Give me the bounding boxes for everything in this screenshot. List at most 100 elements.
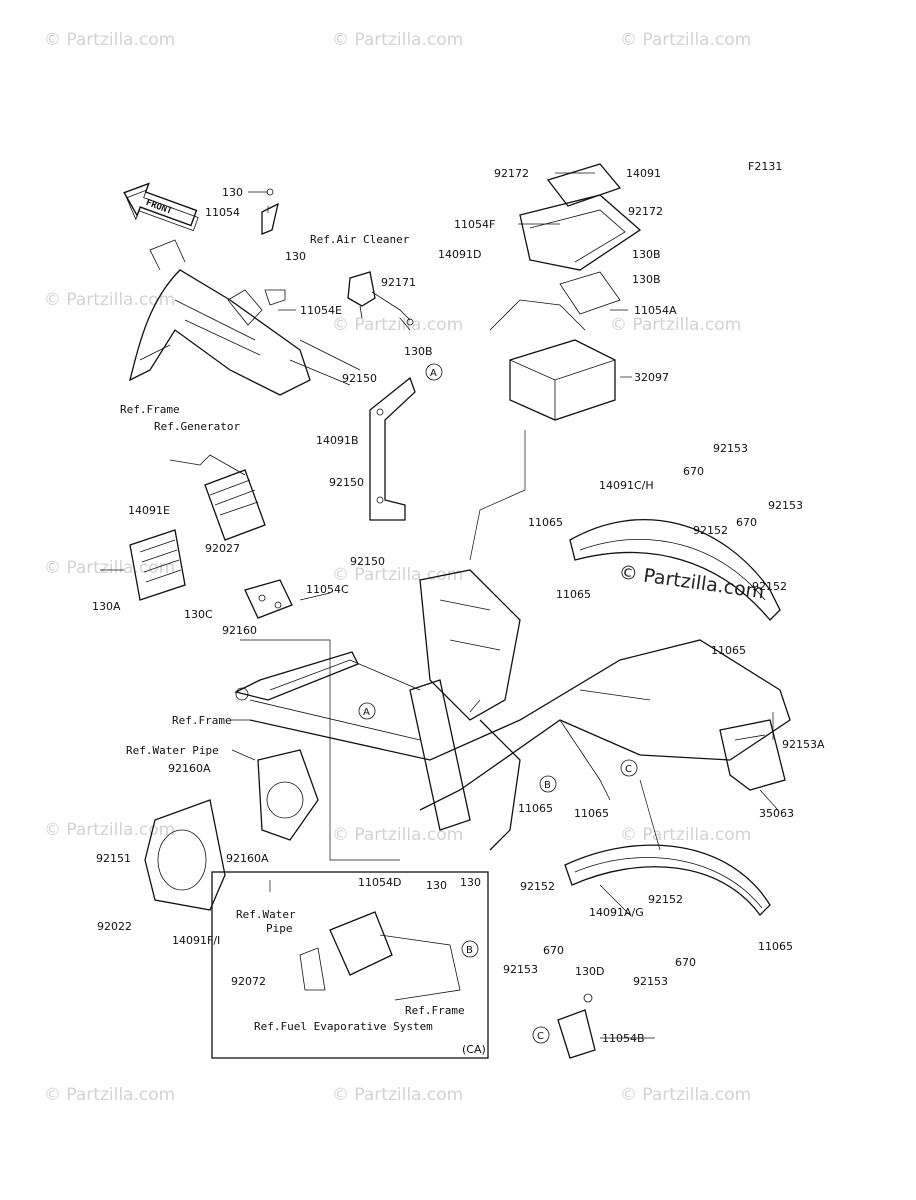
part-label: 92152 — [648, 893, 683, 906]
air-cleaner-sensor — [347, 271, 414, 326]
fender-14091CH — [569, 519, 781, 621]
watermark-layer: © Partzilla.com © Partzilla.com © Partzi… — [44, 30, 766, 1105]
part-label: 92152 — [520, 880, 555, 893]
part-label: 92027 — [205, 542, 240, 555]
part-label: 92160 — [222, 624, 257, 637]
part-label: 11054C — [306, 583, 349, 596]
watermark: © Partzilla.com — [44, 558, 175, 578]
part-label: 92153A — [782, 738, 825, 751]
part-label: 92153 — [713, 442, 748, 455]
callout-B-inset: B — [461, 940, 479, 958]
watermark: © Partzilla.com — [332, 1085, 463, 1105]
bracket-11054C — [244, 579, 293, 619]
watermark: © Partzilla.com — [332, 825, 463, 845]
part-label: 92150 — [350, 555, 385, 568]
watermark: © Partzilla.com — [620, 825, 751, 845]
watermark: © Partzilla.com — [610, 315, 741, 335]
part-label: 130C — [184, 608, 213, 621]
part-label: 14091A/G — [589, 906, 644, 919]
part-label: 11054D — [358, 876, 401, 889]
watermark: © Partzilla.com — [620, 30, 751, 50]
callout-A-frame: A — [358, 702, 376, 720]
svg-text:C: C — [537, 1031, 544, 1042]
part-label: 130 — [222, 186, 243, 199]
part-label: 130B — [632, 273, 661, 286]
part-label: 11054F — [454, 218, 495, 231]
bracket-14091B — [369, 376, 416, 521]
part-label: 11065 — [556, 588, 591, 601]
part-label: 92160A — [168, 762, 211, 775]
ref-label: Ref.Frame — [405, 1004, 465, 1017]
part-label: 11065 — [711, 644, 746, 657]
cover-14091FI — [144, 749, 319, 911]
bracket-11054-top — [261, 188, 279, 235]
part-label: 92172 — [628, 205, 663, 218]
part-label: 14091E — [128, 504, 170, 517]
battery-case-14091D — [519, 163, 642, 315]
callout-C-frame: C — [620, 759, 638, 777]
part-label: 92151 — [96, 852, 131, 865]
ref-label: Ref.Generator — [154, 420, 240, 433]
part-label: 670 — [675, 956, 696, 969]
svg-text:C: C — [625, 764, 632, 775]
part-label: 670 — [543, 944, 564, 957]
ref-label: Pipe — [266, 922, 293, 935]
watermark: © Partzilla.com — [44, 1085, 175, 1105]
part-label: 32097 — [634, 371, 669, 384]
main-frame — [234, 569, 791, 851]
ref-label: Ref.Air Cleaner — [310, 233, 410, 246]
part-label: 130B — [632, 248, 661, 261]
part-label: 11054E — [300, 304, 342, 317]
watermark: © Partzilla.com — [44, 30, 175, 50]
part-label: 92072 — [231, 975, 266, 988]
part-label: 11054B — [602, 1032, 645, 1045]
front-arrow-icon: FRONT — [123, 182, 199, 232]
part-label: 130 — [460, 876, 481, 889]
watermark: © Partzilla.com — [332, 30, 463, 50]
part-label: 14091F/I — [172, 934, 220, 947]
bracket-35063 — [719, 719, 786, 791]
part-label: 35063 — [759, 807, 794, 820]
part-label: 92172 — [494, 167, 529, 180]
svg-text:A: A — [430, 368, 437, 379]
watermark: © Partzilla.com — [332, 315, 463, 335]
callout-C-bracket: C — [532, 1026, 550, 1044]
ref-label: Ref.Fuel Evaporative System — [254, 1020, 433, 1033]
part-label: 11054 — [205, 206, 240, 219]
leader-lines — [100, 172, 779, 1039]
battery-32097 — [489, 299, 616, 421]
watermark: © Partzilla.com — [44, 290, 175, 310]
svg-text:A: A — [363, 707, 370, 718]
part-label: 11065 — [528, 516, 563, 529]
part-label: 92153 — [633, 975, 668, 988]
part-label: 14091 — [626, 167, 661, 180]
ref-label: Ref.Water Pipe — [126, 744, 219, 757]
part-label: 130B — [404, 345, 433, 358]
part-label: 92171 — [381, 276, 416, 289]
part-labels: 130 11054 130 11054E Ref.Air Cleaner 921… — [92, 167, 825, 1056]
bracket-11054B — [557, 993, 596, 1059]
ref-label: Ref.Frame — [120, 403, 180, 416]
part-label: 670 — [683, 465, 704, 478]
part-label: 92150 — [329, 476, 364, 489]
part-label: 11065 — [574, 807, 609, 820]
inset-region-label: (CA) — [462, 1043, 486, 1056]
inset-canister — [211, 871, 489, 1059]
part-label: 92153 — [768, 499, 803, 512]
part-label: 92022 — [97, 920, 132, 933]
part-label: 130 — [285, 250, 306, 263]
part-label: 14091D — [438, 248, 481, 261]
part-label: 92153 — [503, 963, 538, 976]
part-label: 14091C/H — [599, 479, 654, 492]
watermark-main: © Partzilla.com — [617, 561, 765, 603]
part-label: 92152 — [693, 524, 728, 537]
svg-text:B: B — [466, 945, 473, 956]
part-label: 11065 — [758, 940, 793, 953]
svg-text:B: B — [544, 780, 551, 791]
part-label: 130D — [575, 965, 604, 978]
figure-code: F2131 — [748, 160, 782, 173]
part-label: 14091B — [316, 434, 359, 447]
part-label: 92150 — [342, 372, 377, 385]
ref-label: Ref.Frame — [172, 714, 232, 727]
